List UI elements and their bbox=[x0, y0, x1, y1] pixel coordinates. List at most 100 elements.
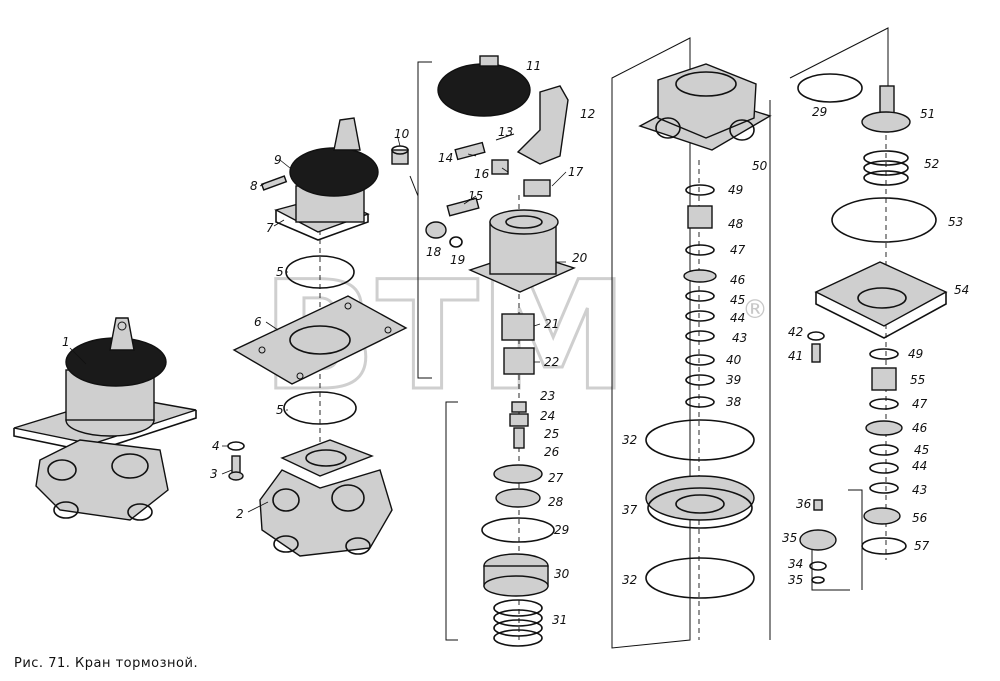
panel-outline bbox=[789, 27, 889, 90]
part-30-piston bbox=[483, 553, 549, 597]
part-21-sleeve bbox=[501, 313, 535, 341]
part-label: 44 bbox=[730, 311, 745, 325]
part-label: 10 bbox=[394, 127, 410, 141]
part-label: 52 bbox=[924, 157, 939, 171]
part-label: 2 bbox=[236, 507, 244, 521]
part-label: 1 bbox=[62, 335, 70, 349]
center-stack bbox=[683, 184, 717, 408]
bracket bbox=[417, 61, 432, 379]
part-label: 11 bbox=[526, 59, 541, 73]
part-label: 37 bbox=[622, 503, 638, 517]
part-label: 6 bbox=[254, 315, 262, 329]
bracket bbox=[409, 175, 419, 197]
part-label: 15 bbox=[468, 189, 483, 203]
part-label: 44 bbox=[912, 459, 927, 473]
part-label: 14 bbox=[438, 151, 453, 165]
part-label: 47 bbox=[730, 243, 746, 257]
part-51-pusher bbox=[861, 85, 911, 133]
parts-41-42-bolt bbox=[807, 331, 825, 363]
part-label: 53 bbox=[948, 215, 963, 229]
part-11-diaphragm bbox=[437, 55, 531, 117]
part-5-ring-lower bbox=[283, 391, 357, 425]
watermark-text: BTM bbox=[262, 250, 628, 424]
part-label: 17 bbox=[568, 165, 584, 179]
part-label: 48 bbox=[728, 217, 744, 231]
part-53-ring bbox=[831, 197, 937, 243]
figure-caption: Рис. 71. Кран тормозной. bbox=[14, 656, 199, 671]
parts-23-26-stem bbox=[509, 401, 529, 449]
part-20-cover bbox=[468, 209, 576, 293]
part-52-spring bbox=[863, 150, 909, 186]
part-31-spring bbox=[493, 599, 543, 647]
right-stack bbox=[861, 348, 907, 555]
part-10-plug bbox=[391, 145, 409, 165]
part-label: 56 bbox=[912, 511, 928, 525]
leader-lines bbox=[69, 137, 567, 513]
part-label: 5 bbox=[276, 265, 284, 279]
part-label: 4 bbox=[212, 439, 220, 453]
part-label: 51 bbox=[920, 107, 935, 121]
part-label: 8 bbox=[250, 179, 258, 193]
part-label: 36 bbox=[796, 497, 812, 511]
panel-outline bbox=[611, 37, 691, 649]
watermark-registered: ® bbox=[742, 295, 768, 325]
part-2-housing bbox=[259, 439, 393, 557]
part-label: 49 bbox=[908, 347, 923, 361]
part-label: 38 bbox=[726, 395, 742, 409]
part-label: 29 bbox=[554, 523, 569, 537]
part-label: 23 bbox=[540, 389, 555, 403]
part-label: 43 bbox=[732, 331, 747, 345]
parts-13-17-pins bbox=[446, 133, 551, 217]
part-label: 47 bbox=[912, 397, 928, 411]
part-label: 45 bbox=[914, 443, 929, 457]
part-label: 5 bbox=[276, 403, 284, 417]
part-28-valve bbox=[495, 488, 541, 508]
part-27-disc bbox=[493, 464, 543, 484]
part-label: 42 bbox=[788, 325, 803, 339]
part-29-ring-right bbox=[797, 73, 863, 103]
part-label: 41 bbox=[788, 349, 803, 363]
part-label: 25 bbox=[544, 427, 559, 441]
part-label: 21 bbox=[544, 317, 559, 331]
part-label: 12 bbox=[580, 107, 595, 121]
part-22-sleeve bbox=[503, 347, 535, 375]
part-label: 16 bbox=[474, 167, 490, 181]
part-32-ring-lower bbox=[645, 557, 755, 599]
part-label: 18 bbox=[426, 245, 442, 259]
part-32-ring-upper bbox=[645, 419, 755, 461]
part-label: 30 bbox=[554, 567, 570, 581]
bracket bbox=[848, 489, 863, 590]
part-label: 54 bbox=[954, 283, 969, 297]
part-label: 24 bbox=[540, 409, 555, 423]
part-label: 32 bbox=[622, 433, 637, 447]
part-label: 46 bbox=[912, 421, 928, 435]
part-label: 50 bbox=[752, 159, 768, 173]
part-label: 57 bbox=[914, 539, 930, 553]
part-label: 35 bbox=[788, 573, 803, 587]
part-3-4-bolt bbox=[227, 441, 245, 481]
part-1-assembly bbox=[13, 317, 197, 521]
part-7-9-upper-body bbox=[274, 117, 379, 241]
watermark: BTM ® bbox=[261, 249, 769, 426]
part-19-ring bbox=[449, 236, 463, 248]
part-label: 35 bbox=[782, 531, 797, 545]
part-label: 13 bbox=[498, 125, 513, 139]
bracket bbox=[445, 401, 458, 641]
part-label: 45 bbox=[730, 293, 745, 307]
part-37-piston bbox=[645, 475, 755, 529]
part-12-lever bbox=[516, 85, 569, 165]
part-labels: 1 2 3 4 5 5 6 7 8 9 10 11 12 13 14 15 16… bbox=[62, 59, 969, 627]
part-label: 43 bbox=[912, 483, 927, 497]
part-label: 49 bbox=[728, 183, 743, 197]
part-label: 39 bbox=[726, 373, 741, 387]
part-18-plug bbox=[425, 221, 447, 239]
part-54-cover bbox=[814, 261, 948, 339]
part-label: 55 bbox=[910, 373, 925, 387]
part-label: 20 bbox=[572, 251, 588, 265]
part-label: 31 bbox=[552, 613, 567, 627]
part-label: 7 bbox=[266, 221, 274, 235]
part-label: 27 bbox=[548, 471, 564, 485]
part-label: 3 bbox=[210, 467, 218, 481]
